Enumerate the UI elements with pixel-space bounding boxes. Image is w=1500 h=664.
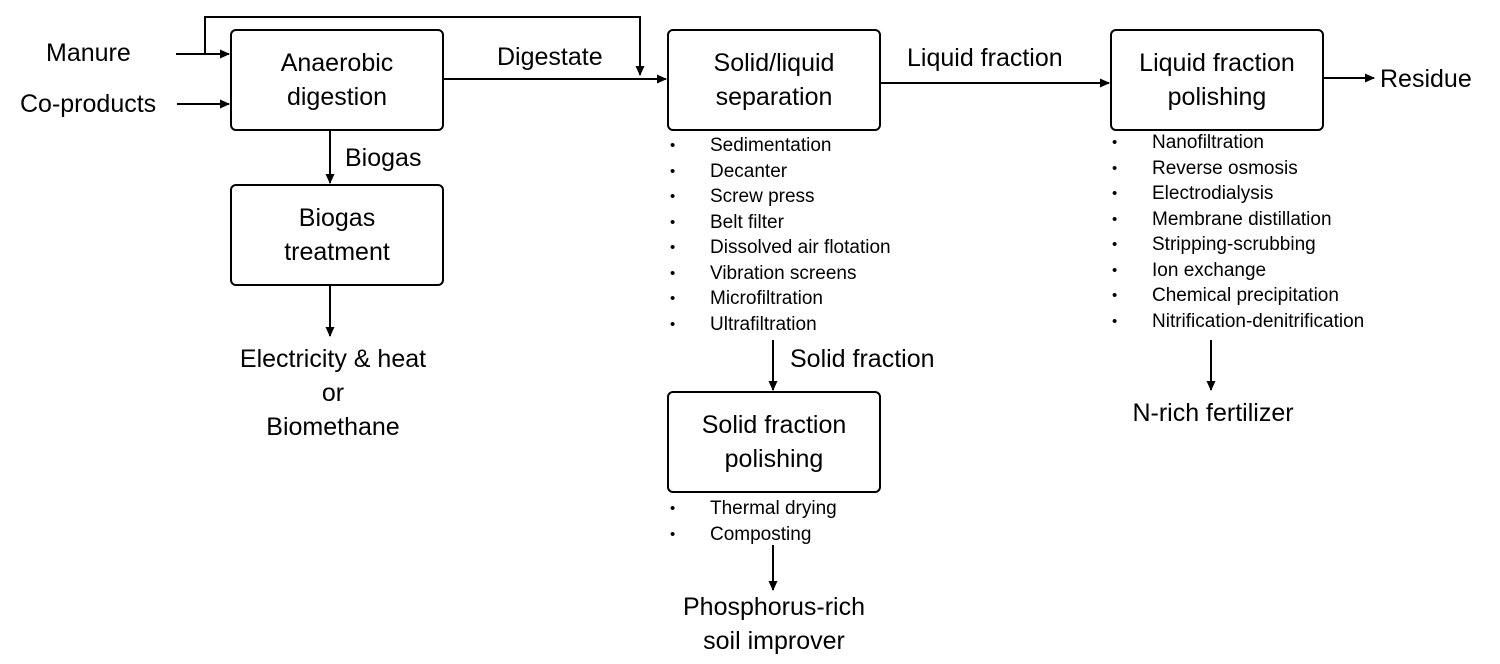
liquid-polishing-method-item: Stripping-scrubbing	[1112, 232, 1364, 258]
box-anaerobic-digestion-line-1: Anaerobic	[280, 49, 394, 77]
box-biogas-treatment: Biogas treatment	[230, 184, 444, 286]
box-solid-liquid-separation-line-1: Solid/liquid	[713, 49, 835, 77]
output-energy-line-2: or	[321, 379, 345, 407]
solid-polishing-method-item: Thermal drying	[670, 496, 837, 522]
box-liquid-fraction-polishing: Liquid fraction polishing	[1110, 29, 1324, 131]
liquid-polishing-method-item: Nanofiltration	[1112, 130, 1364, 156]
box-anaerobic-digestion-line-2: digestion	[286, 83, 388, 111]
box-solid-fraction-polishing-line-2: polishing	[724, 445, 824, 473]
box-solid-fraction-polishing: Solid fraction polishing	[667, 391, 881, 493]
label-solid-fraction: Solid fraction	[790, 345, 935, 373]
liquid-polishing-method-item: Chemical precipitation	[1112, 283, 1364, 309]
liquid-polishing-method-item: Nitrification-denitrification	[1112, 309, 1364, 335]
box-biogas-treatment-line-1: Biogas	[298, 204, 376, 232]
output-energy: Electricity & heat or Biomethane	[240, 342, 426, 444]
solid-polishing-methods-list: Thermal dryingComposting	[670, 496, 837, 547]
output-residue: Residue	[1380, 65, 1472, 93]
output-energy-line-1: Electricity & heat	[239, 345, 427, 373]
label-biogas: Biogas	[345, 144, 422, 172]
separation-method-item: Belt filter	[670, 210, 891, 236]
box-biogas-treatment-line-2: treatment	[284, 238, 390, 266]
label-digestate: Digestate	[497, 43, 603, 71]
output-phosphorus-soil-improver: Phosphorus-rich soil improver	[683, 590, 865, 658]
output-phosphorus-soil-improver-line-2: soil improver	[703, 627, 845, 655]
output-energy-line-3: Biomethane	[266, 413, 400, 441]
separation-method-item: Ultrafiltration	[670, 312, 891, 338]
output-phosphorus-soil-improver-line-1: Phosphorus-rich	[682, 593, 866, 621]
separation-method-item: Decanter	[670, 159, 891, 185]
box-solid-liquid-separation-line-2: separation	[715, 83, 833, 111]
input-manure: Manure	[46, 39, 131, 67]
box-solid-liquid-separation: Solid/liquid separation	[667, 29, 881, 131]
label-liquid-fraction: Liquid fraction	[907, 44, 1063, 72]
input-co-products: Co-products	[20, 90, 157, 118]
separation-method-item: Sedimentation	[670, 133, 891, 159]
box-solid-fraction-polishing-line-1: Solid fraction	[701, 411, 847, 439]
liquid-polishing-method-item: Ion exchange	[1112, 258, 1364, 284]
box-anaerobic-digestion: Anaerobic digestion	[230, 29, 444, 131]
output-n-rich-fertilizer: N-rich fertilizer	[1132, 396, 1293, 430]
separation-method-item: Microfiltration	[670, 286, 891, 312]
box-liquid-fraction-polishing-line-1: Liquid fraction	[1139, 49, 1295, 77]
liquid-polishing-method-item: Electrodialysis	[1112, 181, 1364, 207]
liquid-polishing-method-item: Reverse osmosis	[1112, 156, 1364, 182]
output-n-rich-fertilizer-line-1: N-rich fertilizer	[1132, 399, 1294, 427]
separation-method-item: Screw press	[670, 184, 891, 210]
liquid-polishing-methods-list: NanofiltrationReverse osmosisElectrodial…	[1112, 130, 1364, 334]
separation-method-item: Vibration screens	[670, 261, 891, 287]
separation-methods-list: SedimentationDecanterScrew pressBelt fil…	[670, 133, 891, 337]
box-liquid-fraction-polishing-line-2: polishing	[1167, 83, 1267, 111]
separation-method-item: Dissolved air flotation	[670, 235, 891, 261]
solid-polishing-method-item: Composting	[670, 522, 837, 548]
liquid-polishing-method-item: Membrane distillation	[1112, 207, 1364, 233]
